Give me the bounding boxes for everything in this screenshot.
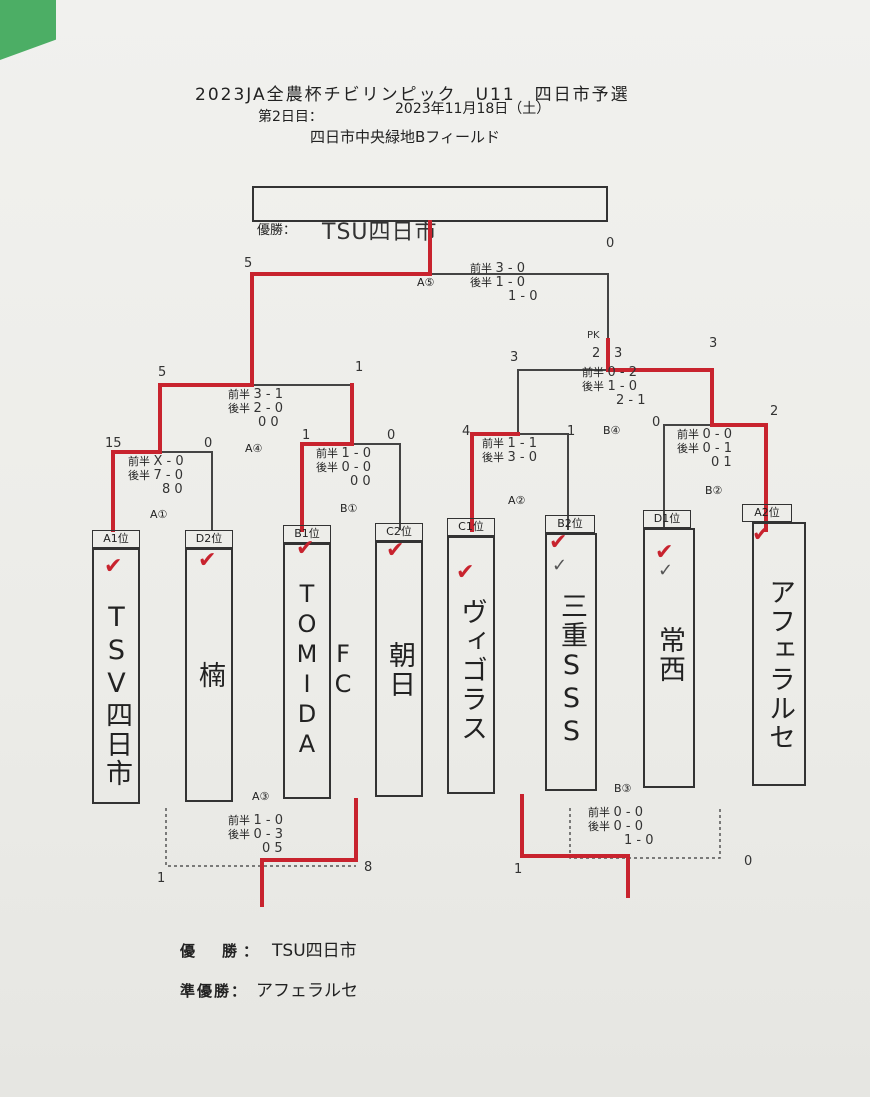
seed-label: B2位 <box>545 515 595 533</box>
pk-score: 3 <box>614 346 623 361</box>
team-slot <box>447 536 495 794</box>
seed-label: D1位 <box>643 510 691 528</box>
checkmark-icon: ✓ <box>552 555 568 576</box>
match-a5-label: A⑤ <box>417 276 435 289</box>
bracket-a3 <box>165 808 356 867</box>
score-total: 8 <box>364 860 373 875</box>
red-path-b2 <box>710 423 768 532</box>
score-total: 0 <box>744 854 753 869</box>
bracket-b3 <box>569 808 721 859</box>
runner-up-label: 準優勝： <box>180 982 249 1000</box>
seed-label: B1位 <box>283 525 331 543</box>
seed-label: C2位 <box>375 523 423 541</box>
venue: 四日市中央緑地Bフィールド <box>310 128 500 146</box>
score-total: 15 <box>105 436 122 451</box>
red-path-a4 <box>158 383 254 454</box>
red-path-b1 <box>300 442 354 532</box>
team-name: ヴィゴラス <box>456 597 487 743</box>
match-b2-scores: 前半 0 - 0 後半 0 - 1 0 1 <box>677 427 732 470</box>
score-total: 0 <box>387 428 396 443</box>
score-total: 1 <box>157 871 166 886</box>
team-name: 楠 <box>194 660 225 690</box>
runner-up-row: 準優勝： アフェラルセ <box>180 976 358 1001</box>
checkmark-icon: ✔ <box>296 536 315 561</box>
match-a3-scores: 前半 1 - 0 後半 0 - 3 0 5 <box>228 813 283 856</box>
match-b1-label: B① <box>340 502 358 515</box>
winner-box-handwritten: TSU四日市 <box>322 220 438 245</box>
match-b2-label: B② <box>705 484 723 497</box>
team-name: 三重SSS <box>556 591 587 749</box>
team-name: TSV四日市 <box>101 602 132 788</box>
team-name: 朝日 <box>384 641 415 699</box>
score-total: 5 <box>158 365 167 380</box>
runner-up-value: アフェラルセ <box>256 981 359 1001</box>
sheet-title: 2023JA全農杯チビリンピック U11 四日市予選 <box>195 85 630 105</box>
red-path-b3 <box>520 794 630 898</box>
checkmark-icon: ✔ <box>549 530 568 555</box>
red-path-a1 <box>111 450 162 532</box>
winner-label: 優 勝： <box>180 942 265 960</box>
team-slot <box>643 528 695 788</box>
team-slot <box>185 548 233 802</box>
red-path-a5 <box>250 220 432 387</box>
team-name: アフェラルセ <box>764 578 795 752</box>
match-a3-label: A③ <box>252 790 270 803</box>
seed-label: D2位 <box>185 530 233 548</box>
score-total: 5 <box>244 256 253 271</box>
checkmark-icon: ✔ <box>752 522 771 547</box>
checkmark-icon: ✔ <box>104 554 123 579</box>
seed-label: A1位 <box>92 530 140 548</box>
pk-score: 2 <box>592 346 601 361</box>
red-path-a3 <box>260 798 358 907</box>
score-total: 3 <box>709 336 718 351</box>
score-total: 1 <box>514 862 523 877</box>
red-path-a2 <box>470 432 520 532</box>
seed-label: A2位 <box>742 504 792 522</box>
team-slot <box>752 522 806 786</box>
team-name: FC TOMIDA <box>293 580 357 760</box>
bracket-a5 <box>251 273 609 385</box>
team-slot <box>375 541 423 797</box>
checkmark-icon: ✔ <box>456 560 475 585</box>
match-a4-scores: 前半 3 - 1 後半 2 - 0 0 0 <box>228 387 283 430</box>
score-total: 4 <box>462 424 471 439</box>
pk-label: PK <box>587 330 600 341</box>
match-b4-label: B④ <box>603 424 621 437</box>
checkmark-icon: ✓ <box>658 560 674 581</box>
match-b1-scores: 前半 1 - 0 後半 0 - 0 0 0 <box>316 446 371 489</box>
winner-box-label: 優勝： <box>257 223 297 238</box>
checkmark-icon: ✔ <box>198 548 217 573</box>
team-slot <box>92 548 140 804</box>
seed-label: C1位 <box>447 518 495 536</box>
match-a5-scores: 前半 3 - 0 後半 1 - 0 1 - 0 <box>470 261 538 304</box>
match-b3-label: B③ <box>614 782 632 795</box>
team-slot <box>283 543 331 799</box>
score-total: 1 <box>567 424 576 439</box>
match-a1-label: A① <box>150 508 168 521</box>
match-a4-label: A④ <box>245 442 263 455</box>
team-slot <box>545 533 597 791</box>
score-total: 0 <box>606 236 615 251</box>
day-label: 第2日目： <box>258 109 323 125</box>
score-total: 0 <box>652 415 661 430</box>
match-b4-scores: 前半 0 - 2 後半 1 - 0 2 - 1 <box>582 365 646 408</box>
match-a2-scores: 前半 1 - 1 後半 3 - 0 <box>482 436 537 465</box>
score-total: 0 <box>204 436 213 451</box>
score-total: 1 <box>355 360 364 375</box>
checkmark-icon: ✔ <box>386 538 405 563</box>
match-date: 2023年11月18日（土） <box>395 101 551 117</box>
winner-row: 優 勝： TSU四日市 <box>180 936 357 961</box>
red-path-b4 <box>606 368 714 427</box>
match-b3-scores: 前半 0 - 0 後半 0 - 0 1 - 0 <box>588 805 654 848</box>
checkmark-icon: ✔ <box>655 540 674 565</box>
team-name: 常西 <box>654 626 685 684</box>
score-total: 3 <box>510 350 519 365</box>
winner-value: TSU四日市 <box>272 941 357 961</box>
match-a1-scores: 前半 X - 0 後半 7 - 0 8 0 <box>128 454 184 497</box>
score-total: 2 <box>770 404 779 419</box>
match-a2-label: A② <box>508 494 526 507</box>
score-total: 1 <box>302 428 311 443</box>
